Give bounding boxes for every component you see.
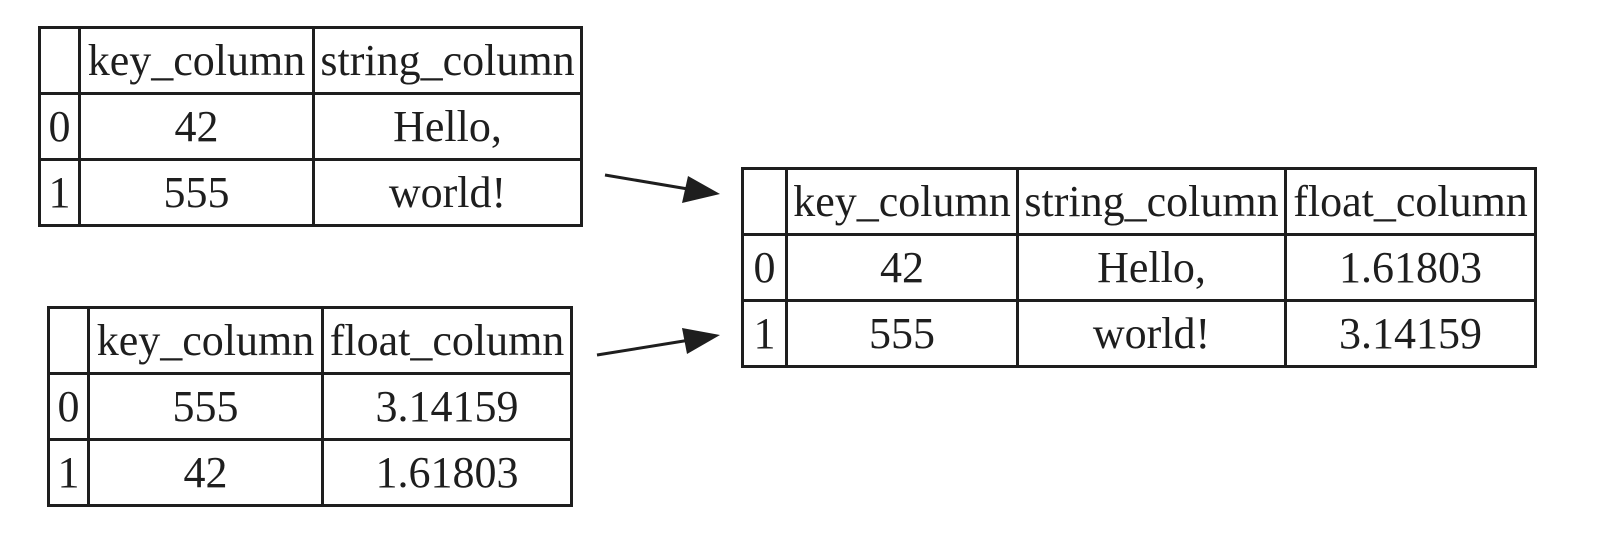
table-cell: 1.61803	[1284, 233, 1537, 302]
table-row: 1 555 world!	[38, 158, 583, 227]
column-header-float: float_column	[321, 306, 573, 375]
table-cell: 555	[87, 372, 324, 441]
table-row: 0 42 Hello,	[38, 92, 583, 161]
table-cell: world!	[1016, 299, 1287, 368]
row-index-cell: 1	[38, 158, 81, 227]
top-merge-arrow	[604, 173, 720, 203]
row-index-cell: 0	[741, 233, 788, 302]
table-header-row: key_column float_column	[47, 306, 573, 375]
right-input-table: key_column float_column 0 555 3.14159 1 …	[47, 306, 573, 507]
table-cell: world!	[312, 158, 583, 227]
table-row: 0 555 3.14159	[47, 372, 573, 441]
column-header-key: key_column	[78, 26, 315, 95]
table-cell: 42	[87, 438, 324, 507]
table-row: 0 42 Hello, 1.61803	[741, 233, 1537, 302]
table-cell: Hello,	[312, 92, 583, 161]
column-header-string: string_column	[1016, 167, 1287, 236]
table-cell: 1.61803	[321, 438, 573, 507]
row-index-cell: 0	[47, 372, 90, 441]
column-header-float: float_column	[1284, 167, 1537, 236]
table-cell: 555	[785, 299, 1019, 368]
index-header-cell	[47, 306, 90, 375]
column-header-string: string_column	[312, 26, 583, 95]
table-cell: 555	[78, 158, 315, 227]
row-index-cell: 1	[741, 299, 788, 368]
row-index-cell: 0	[38, 92, 81, 161]
table-header-row: key_column string_column float_column	[741, 167, 1537, 236]
table-cell: 42	[785, 233, 1019, 302]
table-row: 1 42 1.61803	[47, 438, 573, 507]
table-cell: 3.14159	[1284, 299, 1537, 368]
merged-result-table: key_column string_column float_column 0 …	[741, 167, 1537, 368]
index-header-cell	[38, 26, 81, 95]
bottom-merge-arrow	[596, 328, 720, 357]
left-input-table: key_column string_column 0 42 Hello, 1 5…	[38, 26, 583, 227]
row-index-cell: 1	[47, 438, 90, 507]
column-header-key: key_column	[785, 167, 1019, 236]
table-row: 1 555 world! 3.14159	[741, 299, 1537, 368]
table-cell: Hello,	[1016, 233, 1287, 302]
table-header-row: key_column string_column	[38, 26, 583, 95]
column-header-key: key_column	[87, 306, 324, 375]
table-cell: 42	[78, 92, 315, 161]
index-header-cell	[741, 167, 788, 236]
table-cell: 3.14159	[321, 372, 573, 441]
